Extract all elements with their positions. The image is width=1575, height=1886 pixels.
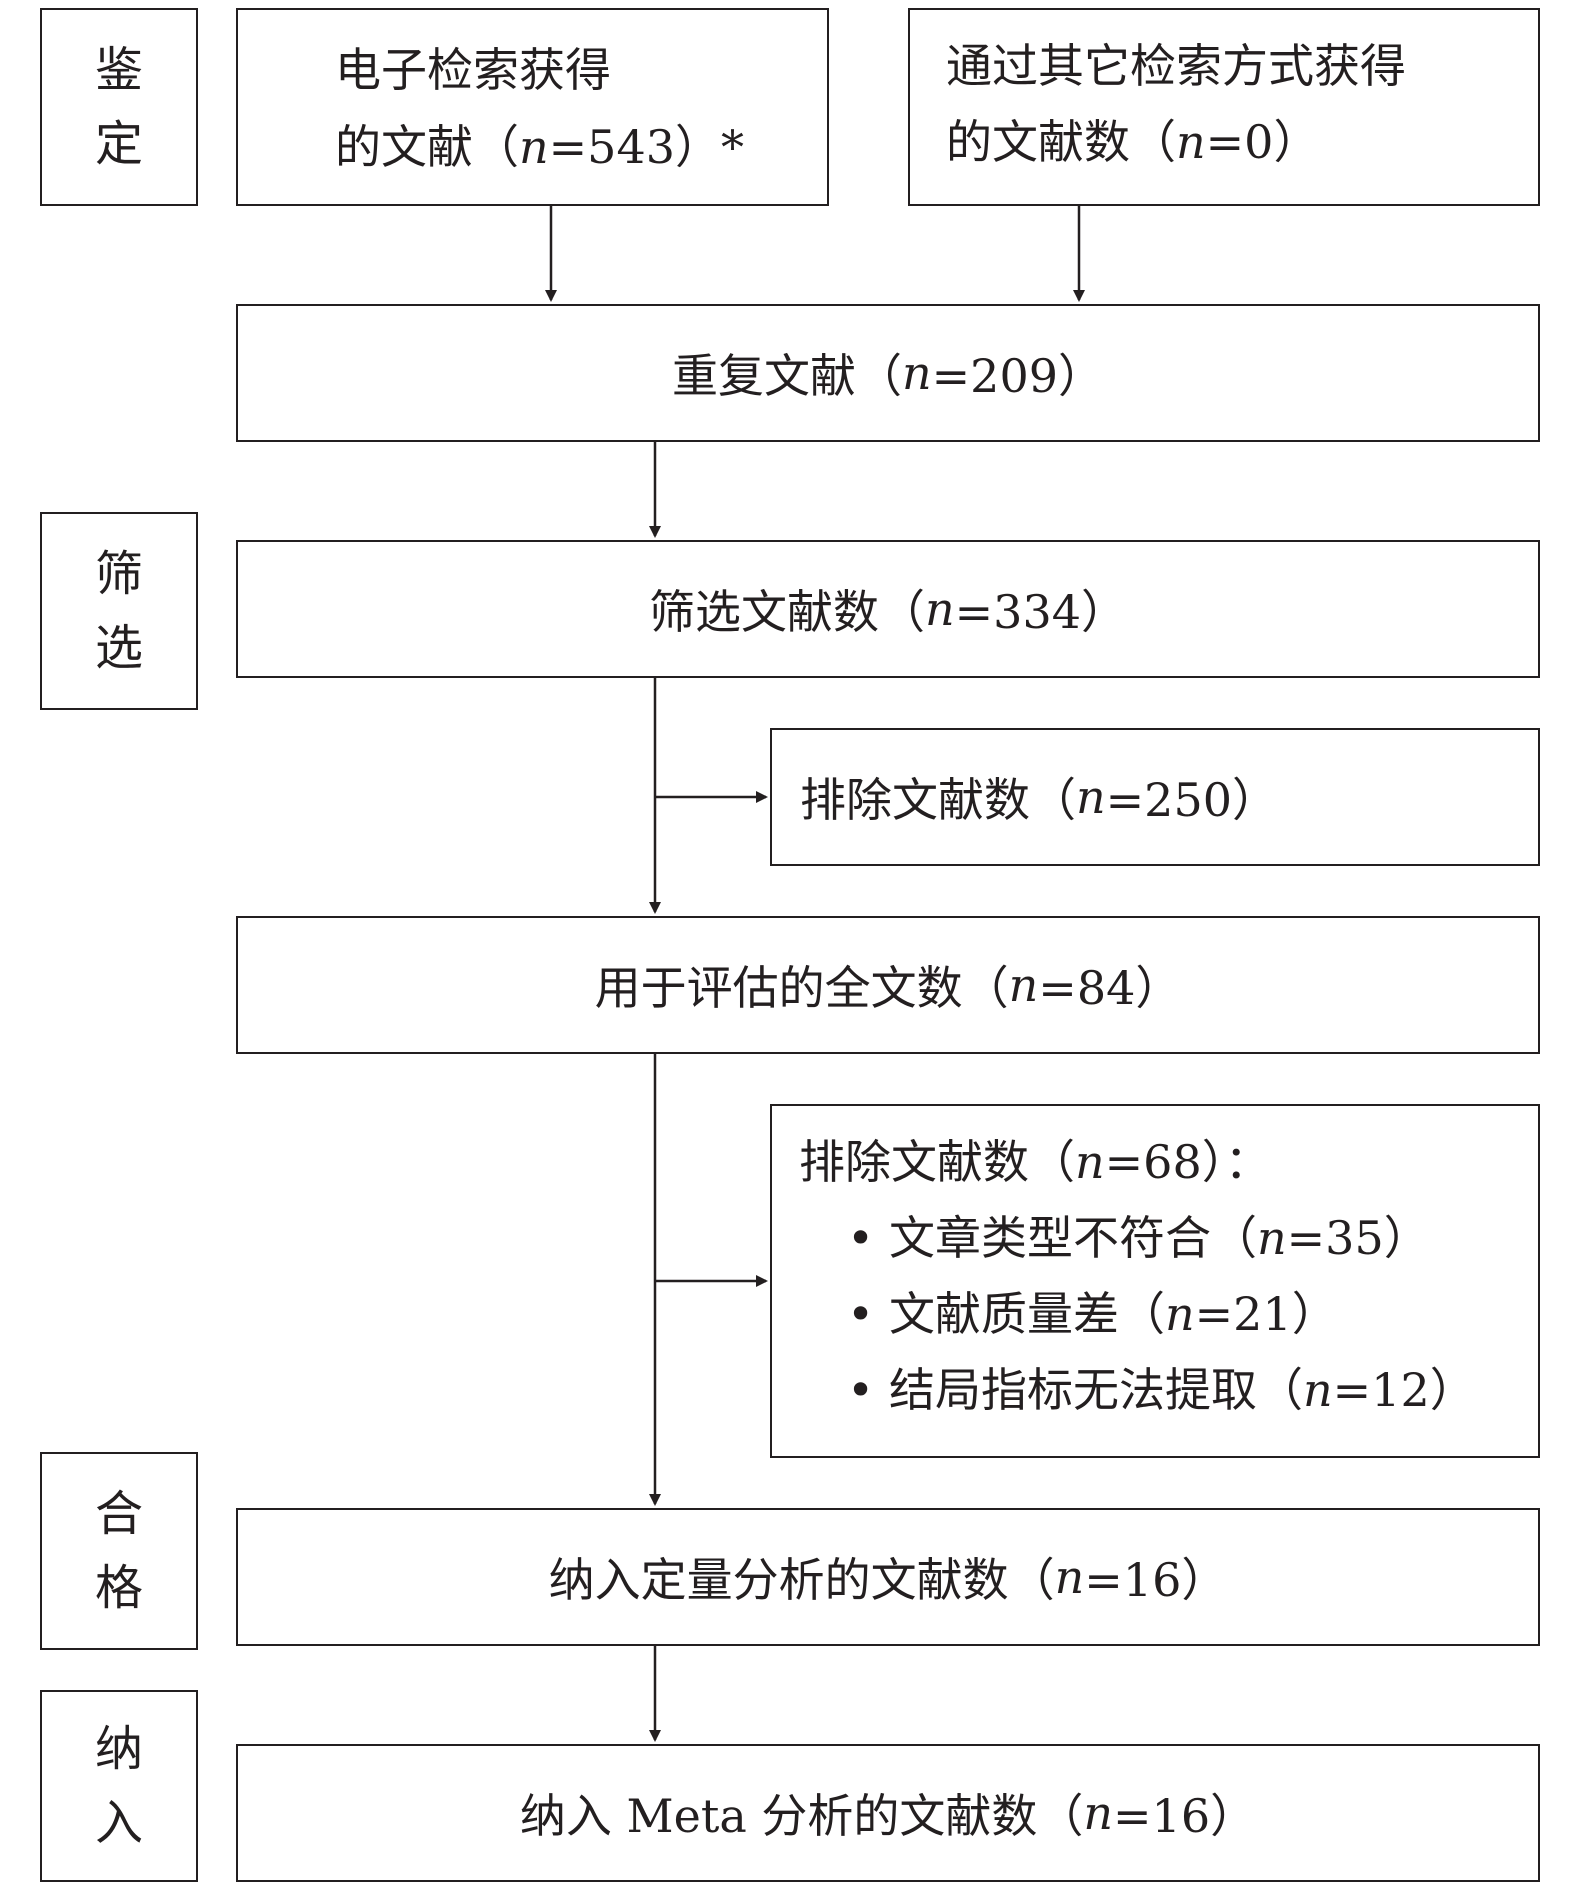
stage-char: 合 — [94, 1486, 143, 1542]
exclusion-reason: •文献质量差（n=21） — [847, 1287, 1338, 1341]
exclusion-reason: •文章类型不符合（n=35） — [847, 1211, 1430, 1265]
node-fulltext: 用于评估的全文数（n=84） — [236, 916, 1540, 1054]
stage-char: 格 — [94, 1560, 143, 1616]
node-line: 的文献数（n=0） — [946, 115, 1320, 169]
stage-char: 入 — [94, 1795, 143, 1851]
node-line: 电子检索获得 — [335, 43, 611, 97]
node-quantitative: 纳入定量分析的文献数（n=16） — [236, 1508, 1540, 1646]
exclusion-reason: •结局指标无法提取（n=12） — [847, 1363, 1476, 1417]
stage-char: 鉴 — [94, 42, 143, 98]
stage-char: 筛 — [94, 546, 143, 602]
node-electronic-search: 电子检索获得 的文献（n=543）* — [236, 8, 829, 206]
stage-screening: 筛 选 — [40, 512, 198, 710]
node-screened: 筛选文献数（n=334） — [236, 540, 1540, 678]
node-other-sources: 通过其它检索方式获得 的文献数（n=0） — [908, 8, 1540, 206]
node-meta-analysis: 纳入 Meta 分析的文献数（n=16） — [236, 1744, 1540, 1882]
node-line: 通过其它检索方式获得 — [946, 39, 1406, 93]
stage-char: 定 — [94, 116, 143, 172]
node-line: 的文献（n=543）* — [335, 120, 744, 174]
stage-included: 纳 入 — [40, 1690, 198, 1882]
stage-eligibility: 合 格 — [40, 1452, 198, 1650]
stage-char: 选 — [94, 620, 143, 676]
node-excluded-fulltext: 排除文献数（n=68）： •文章类型不符合（n=35） •文献质量差（n=21）… — [770, 1104, 1540, 1458]
node-duplicates: 重复文献（n=209） — [236, 304, 1540, 442]
stage-identification: 鉴 定 — [40, 8, 198, 206]
stage-char: 纳 — [94, 1721, 143, 1777]
node-line: 排除文献数（n=68）： — [799, 1135, 1271, 1189]
node-excluded-screening: 排除文献数（n=250） — [770, 728, 1540, 866]
